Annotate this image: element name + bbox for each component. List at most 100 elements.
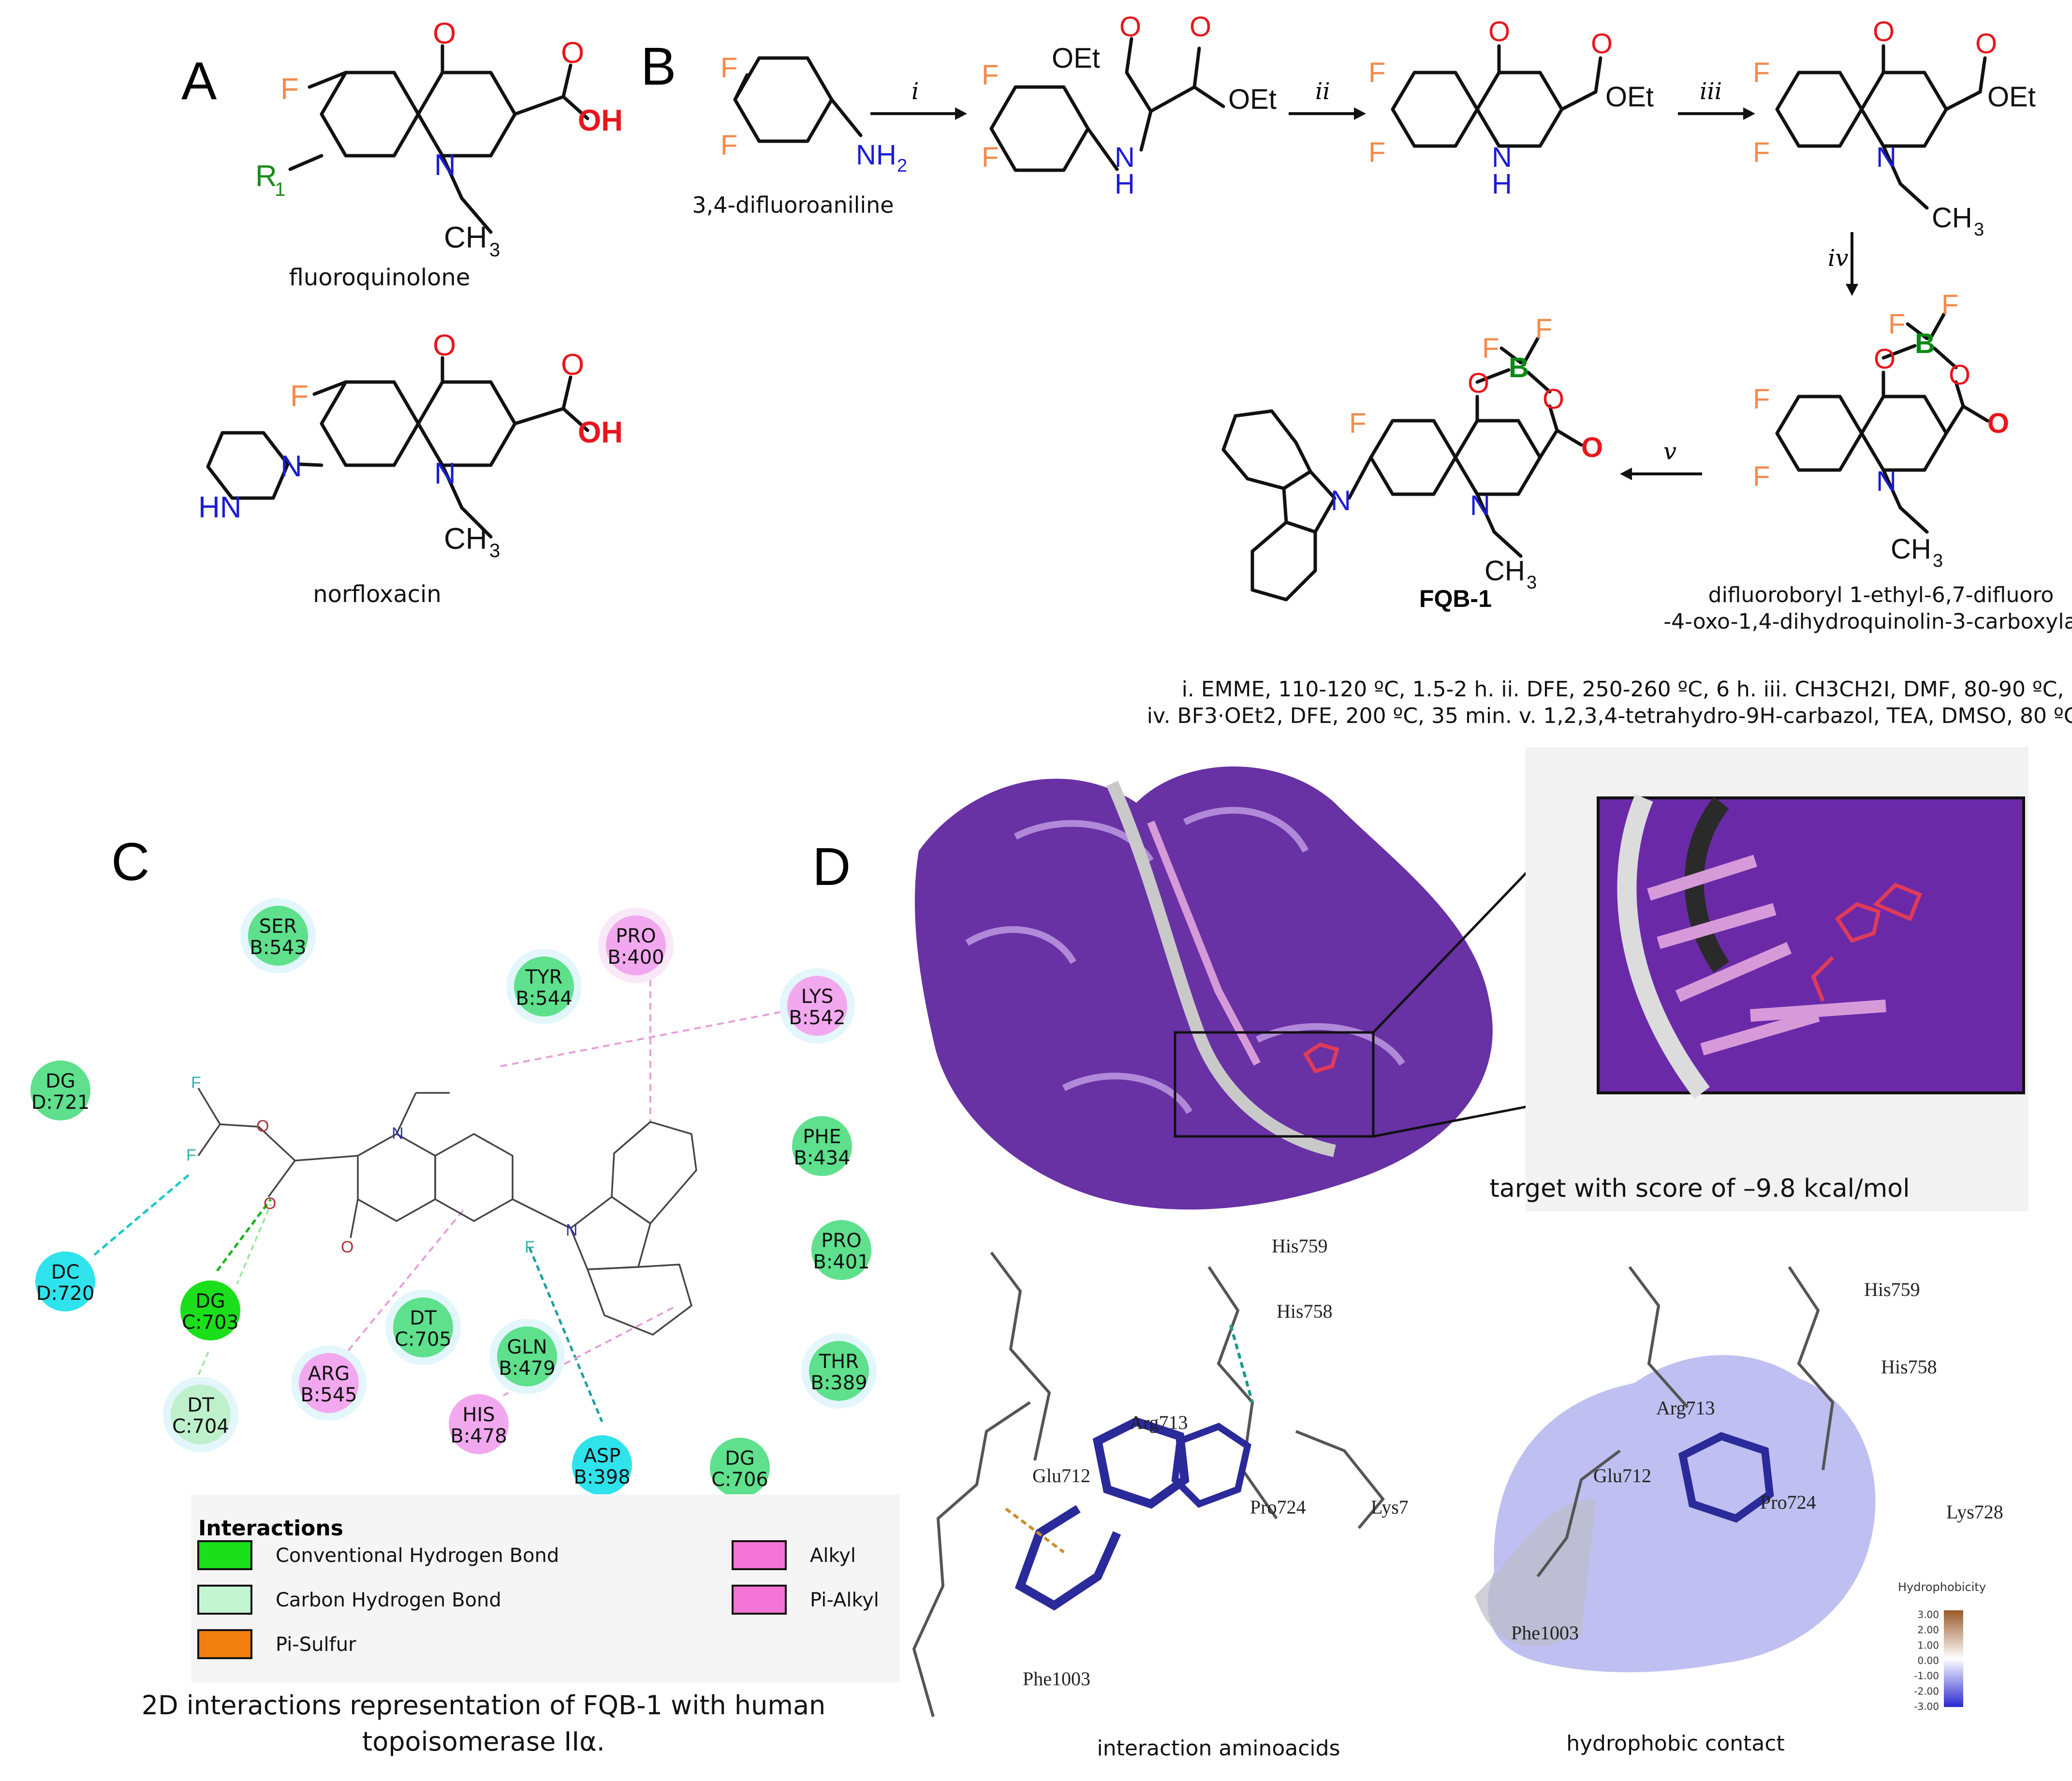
ligand-2d: F F O O O N N F: [186, 1074, 697, 1336]
svg-text:PRO: PRO: [821, 1230, 861, 1252]
quinolone-ester-nh: O O OEt F F N H: [1368, 16, 1654, 200]
right-res-his759: His759: [1864, 1279, 1920, 1300]
enamine-h: H: [1115, 168, 1135, 200]
residue-dt-705[interactable]: DTC:705: [385, 1290, 461, 1365]
step-iv-label: iv: [1828, 245, 1848, 272]
oxo-o-atom: O: [433, 17, 456, 50]
carboxyl-o-atom: O: [561, 36, 584, 70]
svg-text:B:398: B:398: [573, 1466, 630, 1488]
arrow-ii-head: [1354, 107, 1366, 120]
svg-text:PRO: PRO: [616, 925, 656, 947]
ethyl-ester-ch3-sub: 3: [1974, 220, 1984, 240]
caption-hydrophobic-contact: hydrophobic contact: [1566, 1731, 1785, 1756]
legend-label: Conventional Hydrogen Bond: [276, 1545, 559, 1567]
residue-dg-706[interactable]: DGC:706: [702, 1430, 778, 1505]
svg-text:DC: DC: [51, 1261, 80, 1283]
hydrophobicity-tick-label: 2.00: [1917, 1624, 1939, 1636]
left-res-pro724: Pro724: [1250, 1496, 1306, 1518]
left-res-his758: His758: [1277, 1300, 1333, 1322]
enamine-f1: F: [982, 59, 999, 91]
legend-title: Interactions: [198, 1516, 343, 1541]
svg-text:B:544: B:544: [515, 987, 572, 1010]
fqb1-label: FQB-1: [1419, 585, 1492, 612]
caption-interaction-aminoacids: interaction aminoacids: [1097, 1736, 1340, 1761]
panel-a-letter: A: [181, 51, 217, 111]
intermediate-name-line1: difluoroboryl 1-ethyl-6,7-difluoro: [1708, 583, 2054, 607]
fqb1-bf1: F: [1482, 333, 1499, 364]
svg-text:C:705: C:705: [395, 1328, 452, 1351]
hydrophobicity-tick-label: 0.00: [1917, 1655, 1939, 1666]
step-v-label: v: [1663, 438, 1676, 465]
svg-text:C:703: C:703: [182, 1311, 239, 1334]
panel-c: C F: [23, 832, 899, 1757]
residue-dc-720[interactable]: DCD:720: [28, 1244, 103, 1319]
boryl-int-o1: O: [1874, 343, 1896, 375]
svg-text:B:478: B:478: [450, 1425, 507, 1447]
right-res-phe1003: Phe1003: [1511, 1622, 1579, 1644]
norflox-ch3: CH: [444, 522, 487, 556]
enamine-intermediate: OEt O O OEt F F N H: [982, 11, 1277, 200]
svg-text:DG: DG: [45, 1070, 75, 1092]
norflox-oxo-o: O: [433, 329, 456, 362]
norflox-oh: OH: [578, 416, 623, 449]
residue-dt-704[interactable]: DTC:704: [163, 1377, 238, 1452]
fqb1-o2: O: [1543, 383, 1564, 415]
panel-d-letter: D: [812, 837, 851, 897]
arrow-i-head: [955, 107, 967, 120]
svg-text:B:545: B:545: [300, 1384, 357, 1406]
right-res-pro724: Pro724: [1760, 1491, 1816, 1513]
panel-c-letter: C: [111, 832, 149, 892]
norflox-fluorine: F: [290, 380, 309, 413]
residue-dg-721[interactable]: DGD:721: [23, 1053, 98, 1128]
enamine-f2: F: [982, 142, 999, 173]
enamine-oet-2: OEt: [1228, 84, 1277, 115]
fqb1-o1: O: [1468, 368, 1489, 399]
svg-text:B:389: B:389: [810, 1372, 867, 1394]
conditions-line2: iv. BF3·OEt2, DFE, 200 ºC, 35 min. v. 1,…: [1147, 704, 2072, 728]
svg-text:PHE: PHE: [803, 1126, 841, 1148]
aniline-nh2-sub: 2: [897, 156, 907, 176]
boryl-int-f1: F: [1753, 383, 1770, 415]
fqb1-o3: O: [1581, 432, 1603, 463]
ethyl-ester-f2: F: [1753, 137, 1770, 168]
hydrophobicity-legend: Hydrophobicity 3.002.001.000.00-1.00-2.0…: [1898, 1580, 1986, 1712]
aniline-nh2: NH: [856, 139, 896, 171]
panel-b-letter: B: [641, 37, 676, 96]
ester-nh-oet: OEt: [1605, 81, 1654, 113]
ligand-n2: N: [566, 1221, 578, 1239]
difluoroaniline-structure: F F NH 2: [720, 52, 907, 176]
panel-c-caption-line2: topoisomerase IIα.: [362, 1726, 605, 1757]
boryl-int-f2: F: [1753, 461, 1770, 492]
carboxyl-oh-atom: OH: [578, 104, 623, 137]
fqb1-structure: O B F F O O F N N CH 3: [1221, 313, 1603, 602]
panel-d: D target with score of –9.8 kc: [812, 747, 2028, 1761]
step-ii-label: ii: [1315, 78, 1330, 105]
hydrophobicity-tick-label: -3.00: [1914, 1701, 1939, 1712]
svg-text:DT: DT: [187, 1394, 214, 1416]
svg-text:ASP: ASP: [584, 1445, 621, 1467]
ethyl-ester-oxo: O: [1873, 16, 1895, 47]
binding-site-inset: [1526, 747, 2028, 1211]
hydrophobic-contact-view: His759 His758 Arg713 Glu712 Pro724 Lys72…: [1475, 1266, 2003, 1673]
svg-text:ARG: ARG: [308, 1363, 350, 1385]
boryl-int-o2: O: [1949, 359, 1970, 391]
arrow-iv-head: [1846, 284, 1858, 296]
hydrophobicity-tick-label: 1.00: [1917, 1639, 1939, 1651]
panel-b: B F F NH 2 3,4-difluoroaniline i OEt: [641, 11, 2072, 728]
residue-dg-703[interactable]: DGC:703: [173, 1273, 248, 1348]
arrow-iii-head: [1743, 107, 1755, 120]
left-res-his759: His759: [1272, 1235, 1328, 1257]
legend-swatch: [732, 1540, 787, 1570]
fluoroquinolone-label: fluoroquinolone: [289, 264, 470, 291]
